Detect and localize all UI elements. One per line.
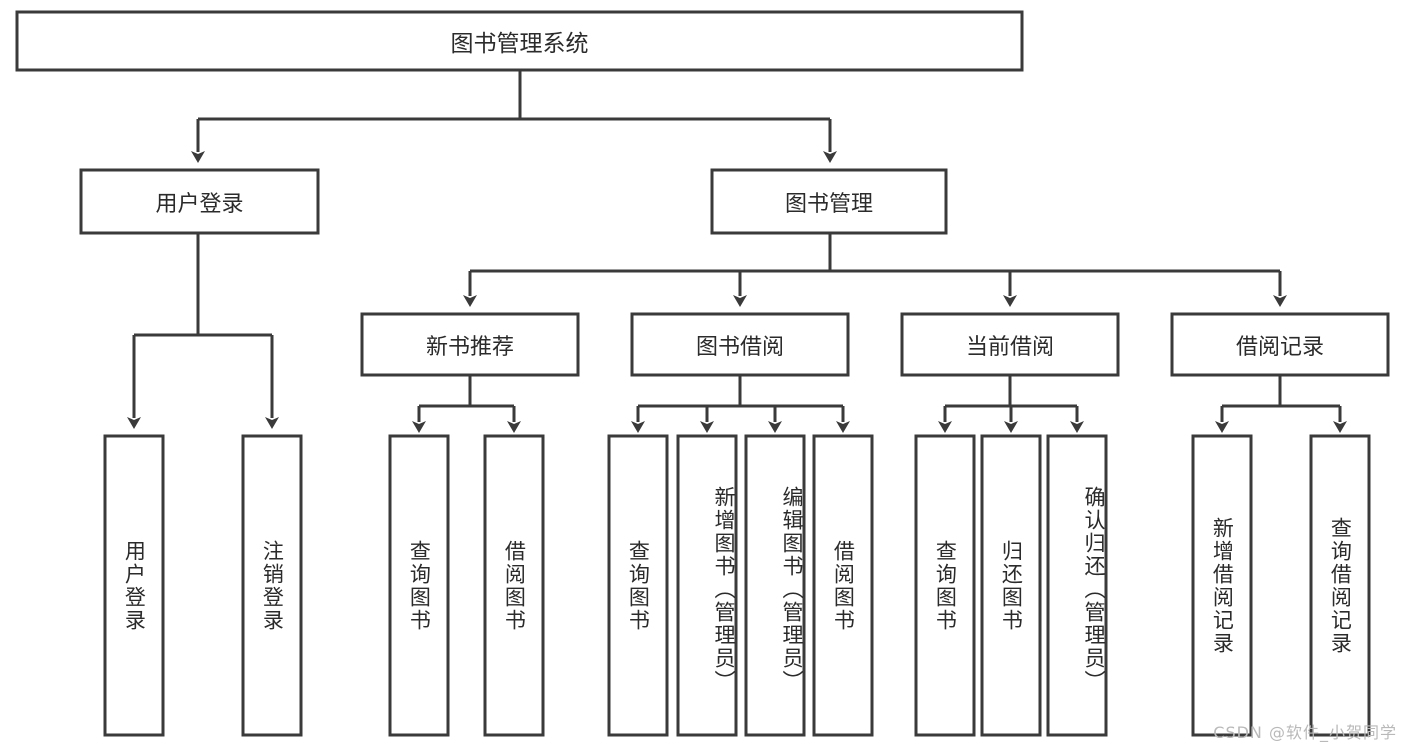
edge-group-current-borrow bbox=[938, 375, 1084, 433]
edge-group-book-manage bbox=[463, 233, 1287, 307]
node-leaf-return-book[interactable] bbox=[980, 434, 1042, 737]
node-book-manage[interactable] bbox=[710, 168, 948, 235]
node-leaf-query-book-2[interactable] bbox=[607, 434, 669, 737]
node-current-borrow[interactable] bbox=[900, 312, 1120, 377]
edge-group-new-book-recommend bbox=[412, 375, 521, 433]
node-book-borrow[interactable] bbox=[630, 312, 850, 377]
node-leaf-confirm-return[interactable] bbox=[1046, 434, 1108, 737]
node-user-login[interactable] bbox=[79, 168, 320, 235]
node-leaf-add-record[interactable] bbox=[1191, 434, 1253, 737]
node-leaf-query-book-1[interactable] bbox=[388, 434, 450, 737]
node-leaf-query-book-3[interactable] bbox=[914, 434, 976, 737]
node-leaf-borrow-book-2[interactable] bbox=[812, 434, 874, 737]
edge-group-root bbox=[191, 70, 837, 163]
node-leaf-user-login[interactable] bbox=[103, 434, 165, 737]
node-leaf-query-record[interactable] bbox=[1309, 434, 1371, 737]
node-borrow-record[interactable] bbox=[1170, 312, 1390, 377]
edge-group-book-borrow bbox=[631, 375, 850, 433]
node-leaf-add-book[interactable] bbox=[676, 434, 738, 737]
edge-group-user-login bbox=[127, 233, 279, 429]
node-leaf-edit-book[interactable] bbox=[744, 434, 806, 737]
node-new-book-recommend[interactable] bbox=[360, 312, 580, 377]
node-leaf-borrow-book-1[interactable] bbox=[483, 434, 545, 737]
node-leaf-user-logout[interactable] bbox=[241, 434, 303, 737]
edge-group-borrow-record bbox=[1215, 375, 1347, 433]
node-root[interactable] bbox=[15, 10, 1024, 72]
